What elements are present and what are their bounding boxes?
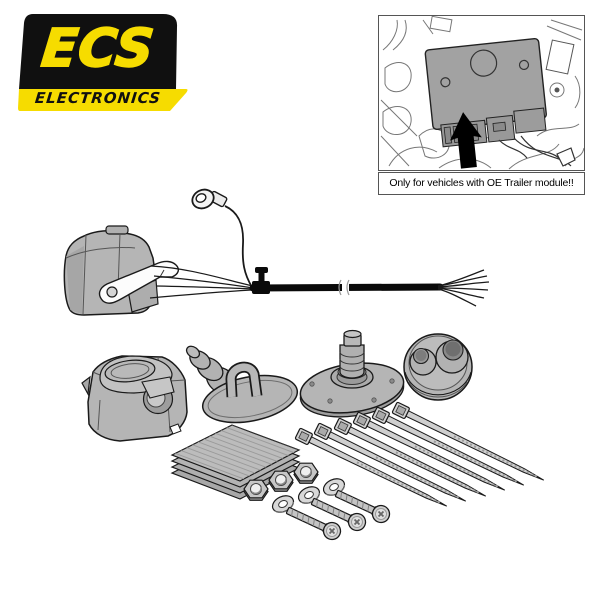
oe-module-drawing (380, 15, 585, 170)
ring-terminal-lead (191, 188, 253, 288)
hex-nut (243, 479, 269, 501)
arrow-up-icon (449, 112, 482, 169)
cable-tie (391, 401, 545, 481)
screw (310, 497, 367, 532)
lock-lever (98, 260, 180, 304)
hex-nuts (243, 462, 319, 501)
cable-tie (294, 427, 448, 507)
harness-wires (149, 265, 254, 299)
cable-break-mark (338, 279, 350, 296)
cable-tie (333, 417, 487, 497)
plate-tube (339, 344, 365, 379)
oe-module-illustration (378, 15, 585, 171)
adhesive-pads (170, 424, 301, 500)
hex-nut (293, 462, 319, 484)
ecs-logo-shape (18, 14, 188, 111)
rubber-boot-double-hole (403, 333, 473, 401)
oe-module-caption: Only for vehicles with OE Trailer module… (378, 172, 585, 195)
main-harness-cable (249, 279, 444, 296)
cable-ties (294, 401, 545, 507)
mounting-plate-with-tube (299, 329, 405, 418)
phillips-cross-icon (328, 527, 336, 535)
screws (285, 489, 391, 541)
phillips-cross-icon (353, 518, 361, 526)
hex-nut (268, 470, 294, 492)
7-pin-trailer-socket (81, 355, 188, 442)
phillips-cross-icon (377, 510, 385, 518)
cable-tie (313, 422, 467, 502)
grommet-handle (225, 361, 263, 398)
screw (285, 506, 342, 541)
screw (334, 489, 391, 524)
wiring-module-connector (63, 225, 180, 316)
cable-tie (352, 411, 506, 491)
fir-tree-cable-clip (252, 267, 270, 294)
cable-tie (371, 406, 525, 486)
ecs-logo: ECS ELECTRONICS (18, 12, 188, 112)
module-wires (498, 135, 576, 167)
wire-fanout (437, 269, 490, 307)
